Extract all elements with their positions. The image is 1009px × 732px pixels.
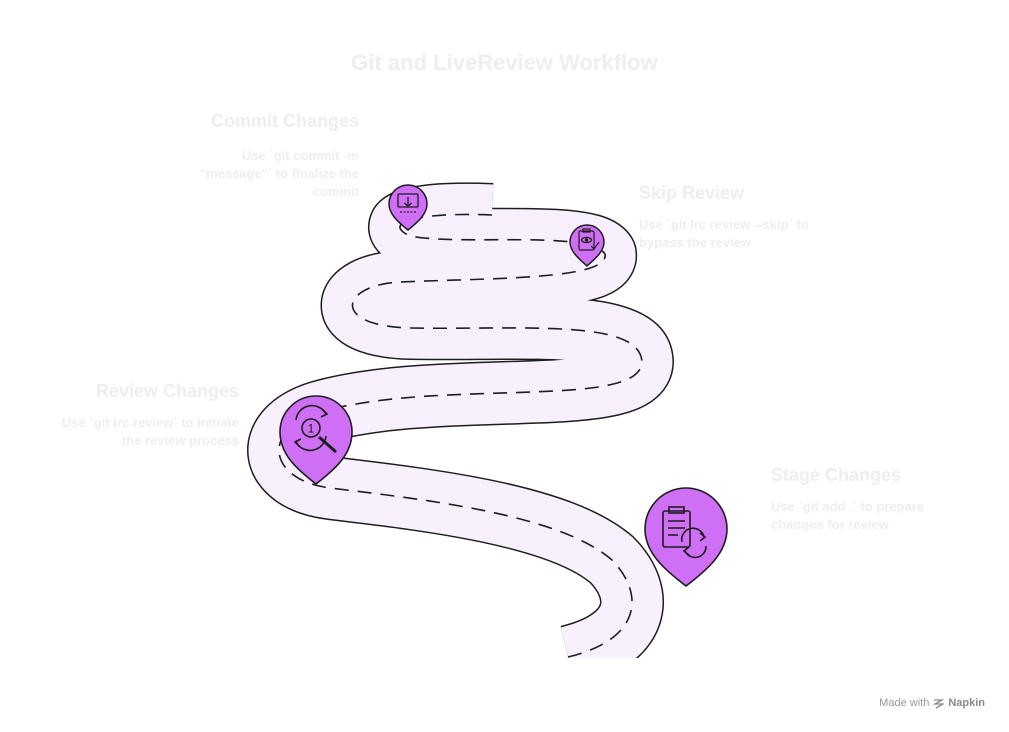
- road-bottom-mask: [520, 658, 780, 718]
- skip-step-desc: Use `git lrc review --skip` to bypass th…: [639, 217, 809, 250]
- skip-marker[interactable]: [569, 224, 605, 268]
- review-marker[interactable]: 1: [279, 395, 353, 486]
- review-badge-number: 1: [308, 422, 315, 436]
- diagram-title: Git and LiveReview Workflow: [351, 50, 658, 75]
- footer-credit: Made with Napkin: [879, 697, 985, 709]
- review-step-desc: Use `git lrc review` to initiate the rev…: [62, 415, 239, 448]
- stage-marker[interactable]: [644, 487, 728, 588]
- clipboard-eye-icon: [578, 228, 600, 251]
- computer-download-icon: [397, 193, 419, 213]
- napkin-logo-icon: [933, 698, 945, 709]
- commit-step-title: Commit Changes: [210, 111, 359, 131]
- review-marker-pin: [279, 395, 353, 486]
- road-center-line: [278, 213, 643, 658]
- skip-step-title: Skip Review: [639, 183, 745, 203]
- stage-step-desc: Use `git add .` to prepare changes for r…: [771, 499, 925, 532]
- commit-step-desc: Use `git commit -m "message"` to finaliz…: [200, 148, 359, 199]
- clipboard-refresh-icon: [662, 506, 707, 559]
- magnifier-refresh-icon: [293, 404, 337, 454]
- stage-marker-pin: [644, 487, 728, 588]
- footer-brand: Napkin: [948, 697, 985, 709]
- footer-made-with: Made with: [879, 697, 930, 709]
- commit-marker[interactable]: [388, 184, 428, 231]
- stage-step-title: Stage Changes: [771, 465, 902, 485]
- review-step-title: Review Changes: [95, 381, 239, 401]
